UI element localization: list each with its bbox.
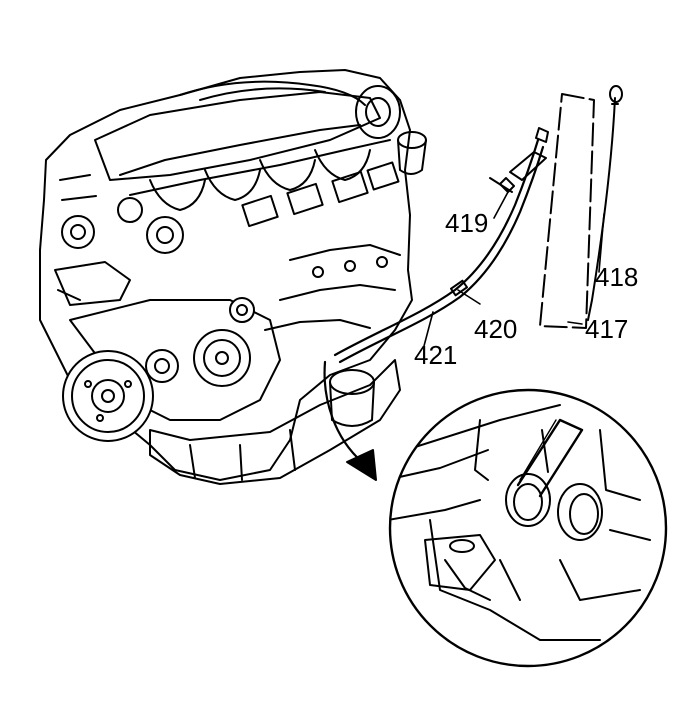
tube-bracket	[489, 151, 547, 193]
callout-421: 421	[414, 340, 458, 370]
engine-block	[39, 69, 427, 485]
callout-418: 418	[595, 262, 639, 292]
callout-419: 419	[445, 208, 489, 238]
dipstick	[539, 85, 623, 329]
detail-view	[388, 388, 668, 668]
leader-lines	[423, 191, 605, 347]
callout-420: 420	[474, 314, 518, 344]
callout-417: 417	[585, 314, 629, 344]
detail-arrow	[323, 360, 377, 481]
